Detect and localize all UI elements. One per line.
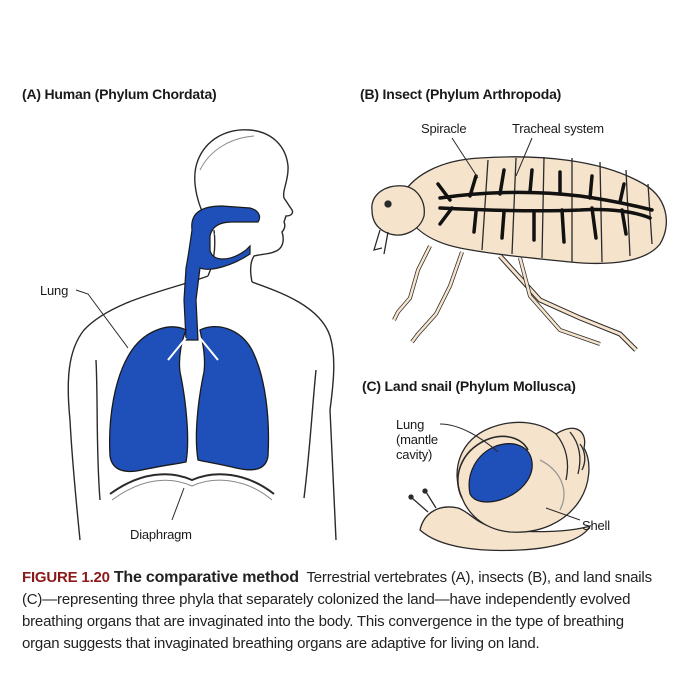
snail-lung-leader-line	[439, 423, 499, 453]
label-diaphragm: Diaphragm	[130, 527, 192, 542]
label-snail-lung-1: Lung	[396, 417, 425, 432]
label-snail-lung-3: cavity)	[396, 447, 433, 462]
lung-leader-line	[75, 289, 129, 349]
panel-c-title: (C) Land snail (Phylum Mollusca)	[362, 378, 576, 394]
insect-tracheal-system	[436, 168, 654, 244]
spiracle-leader-line	[451, 137, 479, 179]
human-lungs	[109, 326, 270, 473]
figure-caption: FIGURE 1.20 The comparative method Terre…	[22, 567, 662, 655]
figure-number: FIGURE 1.20	[22, 569, 110, 586]
human-airway	[183, 205, 261, 341]
panel-b-title: (B) Insect (Phylum Arthropoda)	[360, 86, 562, 102]
label-spiracle: Spiracle	[421, 121, 467, 136]
label-tracheal-system: Tracheal system	[512, 121, 604, 136]
shell-leader-line	[545, 507, 581, 521]
human-diaphragm	[109, 473, 275, 495]
label-lung: Lung	[40, 283, 69, 298]
figure-artwork	[67, 129, 667, 552]
diaphragm-leader-line	[171, 487, 185, 521]
human-figure	[67, 129, 337, 541]
label-snail-lung-2: (mantle	[396, 432, 438, 447]
label-shell: Shell	[582, 518, 610, 533]
panel-a-title: (A) Human (Phylum Chordata)	[22, 86, 217, 102]
figure-title: The comparative method	[113, 569, 299, 586]
figure-caption-text: Terrestrial vertebrates (A), insects (B)…	[22, 569, 652, 652]
tracheal-leader-line	[515, 137, 533, 177]
snail-lung	[468, 443, 533, 503]
